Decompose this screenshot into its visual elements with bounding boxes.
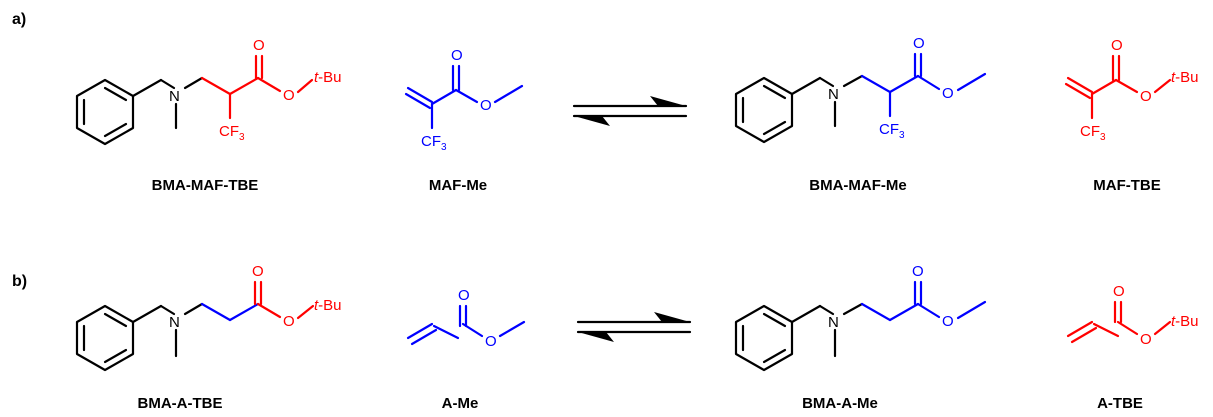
atom-o: O <box>942 85 954 102</box>
atom-o: O <box>1113 283 1125 300</box>
atom-o: O <box>451 47 463 64</box>
atom-n: N <box>828 86 839 103</box>
compound-name-a-me: A-Me <box>442 395 479 412</box>
compound-name-maf-me: MAF-Me <box>429 177 487 194</box>
atom-o: O <box>252 263 264 280</box>
atom-n: N <box>169 314 180 331</box>
compound-name-maf-tbe: MAF-TBE <box>1093 177 1161 194</box>
structure-a-me <box>406 304 526 346</box>
atom-o: O <box>485 333 497 350</box>
structure-a-tbe <box>1066 300 1172 344</box>
panel-a-label: a) <box>12 11 26 28</box>
atom-o: O <box>480 97 492 114</box>
atom-o: O <box>253 37 265 54</box>
atom-cf3: CF3 <box>879 121 905 141</box>
atom-n: N <box>169 88 180 105</box>
compound-name-bma-maf-me: BMA-MAF-Me <box>809 177 906 194</box>
structure-bma-maf-me <box>734 52 987 144</box>
atom-tbu: t-Bu <box>1171 313 1199 330</box>
atom-o: O <box>912 263 924 280</box>
atom-tbu: t-Bu <box>314 69 342 86</box>
atom-o: O <box>1140 331 1152 348</box>
equilibrium-arrow <box>576 312 692 342</box>
compound-name-a-tbe: A-TBE <box>1097 395 1143 412</box>
compound-name-bma-maf-tbe: BMA-MAF-TBE <box>152 177 259 194</box>
structure-bma-a-me <box>734 280 987 372</box>
atom-o: O <box>283 313 295 330</box>
structure-bma-a-tbe <box>75 280 315 372</box>
structure-bma-maf-tbe: N <box>75 54 314 146</box>
compound-name-bma-a-me: BMA-A-Me <box>802 395 878 412</box>
structure-maf-tbe <box>1064 54 1172 120</box>
panel-b-label: b) <box>12 273 27 290</box>
atom-n: N <box>828 314 839 331</box>
atom-o: O <box>1111 37 1123 54</box>
atom-o: O <box>283 87 295 104</box>
atom-cf3: CF3 <box>421 133 447 153</box>
atom-o: O <box>1140 88 1152 105</box>
compound-name-bma-a-tbe: BMA-A-TBE <box>138 395 223 412</box>
atom-o: O <box>913 35 925 52</box>
atom-tbu: t-Bu <box>1171 69 1199 86</box>
atom-cf3: CF3 <box>1080 123 1106 143</box>
equilibrium-arrow <box>572 96 688 126</box>
structure-maf-me <box>404 64 524 130</box>
atom-o: O <box>458 287 470 304</box>
atom-cf3: CF3 <box>219 123 245 143</box>
atom-tbu: t-Bu <box>314 297 342 314</box>
atom-o: O <box>942 313 954 330</box>
